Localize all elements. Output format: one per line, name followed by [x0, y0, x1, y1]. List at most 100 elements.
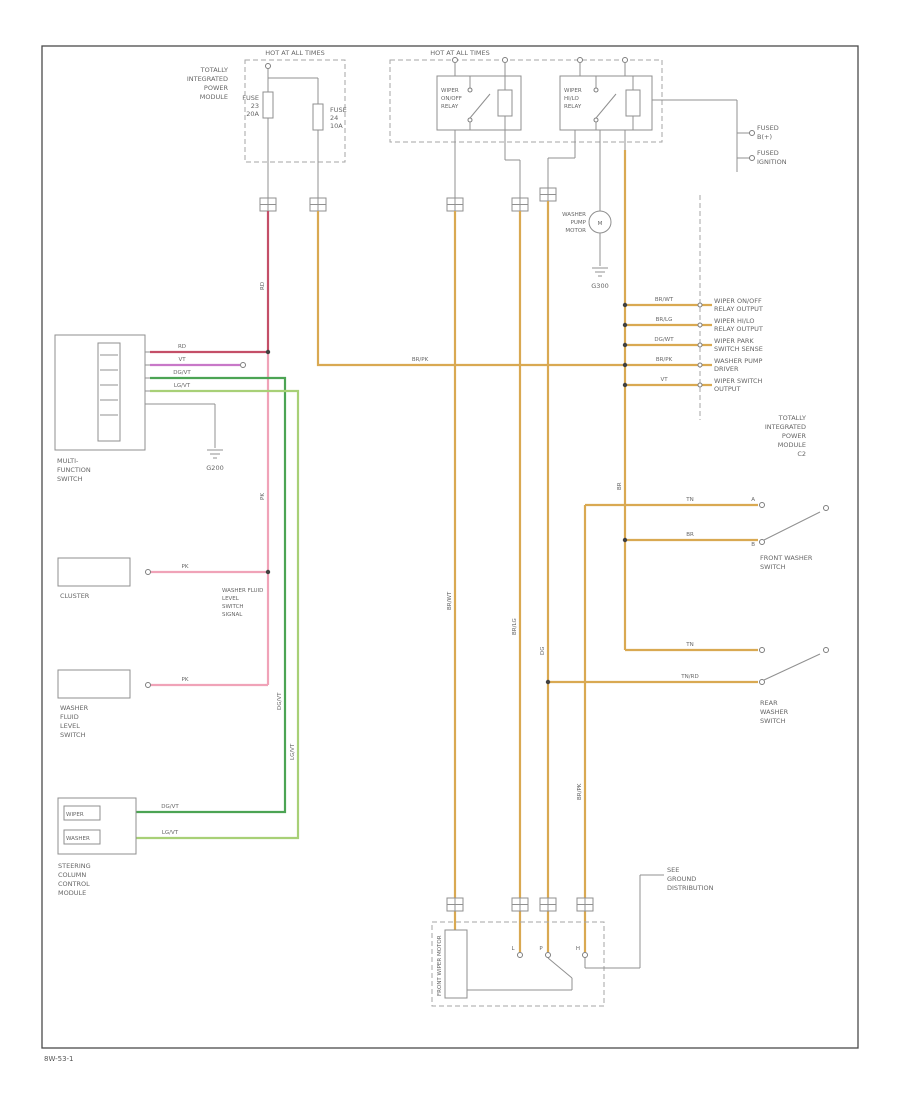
svg-text:LG/VT: LG/VT	[290, 743, 296, 760]
svg-text:FRONT WASHER: FRONT WASHER	[760, 554, 813, 562]
fuse-24-label: FUSE 24 10A	[330, 106, 347, 130]
svg-text:G200: G200	[206, 464, 223, 472]
ground-distribution-line	[584, 874, 664, 969]
svg-text:A: A	[751, 497, 755, 503]
svg-text:GROUND: GROUND	[667, 875, 696, 883]
svg-text:BR: BR	[617, 482, 623, 490]
svg-text:PK: PK	[182, 564, 189, 570]
connector-symbol	[446, 897, 464, 912]
feed-terminal	[749, 155, 755, 161]
svg-text:BR/PK: BR/PK	[577, 783, 583, 800]
svg-text:WASHER: WASHER	[66, 836, 90, 842]
svg-text:RELAY OUTPUT: RELAY OUTPUT	[714, 305, 763, 313]
svg-text:TN: TN	[685, 497, 693, 503]
svg-text:WIPER PARK: WIPER PARK	[714, 337, 754, 345]
svg-text:MODULE: MODULE	[778, 441, 806, 449]
wire-mfs-to-sccm-1	[136, 376, 287, 814]
svg-text:TOTALLY: TOTALLY	[778, 414, 806, 422]
motor-m-letter: M	[598, 221, 603, 227]
washer-pump-motor: M G300 WASHER PUMP MOTOR	[562, 210, 612, 290]
svg-text:MODULE: MODULE	[58, 889, 86, 897]
fused-b-plus-label: FUSED B(+)	[757, 124, 779, 141]
svg-text:RELAY OUTPUT: RELAY OUTPUT	[714, 325, 763, 333]
hot-at-all-times-label: HOT AT ALL TIMES	[430, 49, 490, 57]
connector-symbol	[511, 197, 529, 212]
relay1-output-drops	[454, 130, 521, 198]
svg-text:BR/LG: BR/LG	[512, 618, 518, 635]
svg-text:LEVEL: LEVEL	[222, 596, 240, 602]
fuse-box-dashed-outline	[244, 59, 346, 163]
cluster-item: CLUSTER PK	[57, 557, 189, 600]
junction-dots	[265, 302, 628, 685]
ground-symbol	[207, 449, 223, 459]
washer-fluid-signal-block: WASHER FLUID LEVEL SWITCH SIGNAL	[222, 588, 263, 618]
svg-text:B: B	[751, 542, 755, 548]
tipm-c2-rows: BR/WT WIPER ON/OFF RELAY OUTPUT BR/LG WI…	[412, 297, 763, 393]
svg-text:RD: RD	[178, 344, 186, 350]
connector-symbol	[259, 197, 277, 212]
svg-text:WASHER: WASHER	[562, 212, 586, 218]
motor-contact-blade	[467, 957, 573, 991]
switch-blade	[763, 653, 821, 681]
relay2-output-drops	[547, 130, 626, 211]
svg-text:WASHER: WASHER	[760, 708, 789, 716]
svg-text:WASHER FLUID: WASHER FLUID	[222, 588, 263, 594]
relay-feed-line	[652, 99, 750, 172]
svg-text:RELAY: RELAY	[441, 104, 459, 110]
svg-text:SWITCH: SWITCH	[760, 717, 786, 725]
svg-text:10A: 10A	[330, 122, 343, 130]
svg-text:VT: VT	[178, 357, 186, 363]
connector-symbol	[511, 897, 529, 912]
svg-text:MOTOR: MOTOR	[565, 228, 586, 234]
svg-text:PUMP: PUMP	[571, 220, 587, 226]
svg-text:DG: DG	[540, 647, 546, 656]
svg-text:WIPER: WIPER	[564, 88, 582, 94]
svg-text:HI/LO: HI/LO	[564, 96, 579, 102]
svg-text:BR/WT: BR/WT	[447, 591, 453, 610]
svg-text:FUSE: FUSE	[330, 106, 347, 114]
svg-text:L: L	[511, 946, 515, 952]
tipm-c2-label: TOTALLY INTEGRATED POWER MODULE C2	[765, 414, 807, 458]
g300-label: G300	[591, 282, 608, 290]
connector-symbol	[539, 187, 557, 202]
svg-text:TN/RD: TN/RD	[680, 674, 698, 680]
park-switch-block	[444, 929, 468, 999]
hot-at-all-times-label: HOT AT ALL TIMES	[265, 49, 325, 57]
svg-text:ON/OFF: ON/OFF	[441, 96, 462, 102]
svg-text:WIPER ON/OFF: WIPER ON/OFF	[714, 297, 762, 305]
svg-text:CLUSTER: CLUSTER	[60, 592, 90, 600]
tipm-label-line: MODULE	[200, 93, 228, 101]
svg-text:REAR: REAR	[760, 699, 778, 707]
svg-text:IGNITION: IGNITION	[757, 158, 787, 166]
svg-text:CONTROL: CONTROL	[58, 880, 90, 888]
svg-text:BR: BR	[686, 532, 694, 538]
svg-text:H: H	[576, 946, 580, 952]
page-footer-code: 8W-53-1	[44, 1055, 74, 1063]
svg-text:INTEGRATED: INTEGRATED	[765, 423, 806, 431]
svg-text:WASHER: WASHER	[60, 704, 89, 712]
svg-text:LEVEL: LEVEL	[60, 722, 80, 730]
wire-row-washer-driver	[316, 211, 712, 367]
svg-text:SWITCH: SWITCH	[222, 604, 244, 610]
fuse-24-symbol	[268, 77, 324, 198]
svg-text:WIPER SWITCH: WIPER SWITCH	[714, 377, 763, 385]
svg-text:RELAY: RELAY	[564, 104, 582, 110]
fuse-23-symbol	[262, 63, 274, 198]
svg-text:SWITCH SENSE: SWITCH SENSE	[714, 345, 763, 353]
ground-symbol	[592, 267, 608, 277]
svg-text:FUSED: FUSED	[757, 124, 779, 132]
wiper-hilo-relay: WIPER HI/LO RELAY	[559, 57, 653, 131]
svg-text:WIPER: WIPER	[441, 88, 459, 94]
svg-text:SWITCH: SWITCH	[57, 475, 83, 483]
see-ground-distribution-label: SEE GROUND DISTRIBUTION	[667, 866, 714, 892]
svg-text:20A: 20A	[246, 110, 259, 118]
wire-mfs-to-sccm-2	[136, 389, 300, 840]
svg-text:FUNCTION: FUNCTION	[57, 466, 91, 474]
svg-text:PK: PK	[260, 493, 266, 500]
steering-column-control-module: WIPER WASHER DG/VT LG/VT STEERING COLUMN…	[57, 797, 179, 897]
connector-symbol	[539, 897, 557, 912]
wire-color-codes: RD PK DG/VT LG/VT BR/WT BR/LG DG BR/PK B…	[260, 282, 623, 800]
svg-text:LG/VT: LG/VT	[174, 383, 191, 389]
